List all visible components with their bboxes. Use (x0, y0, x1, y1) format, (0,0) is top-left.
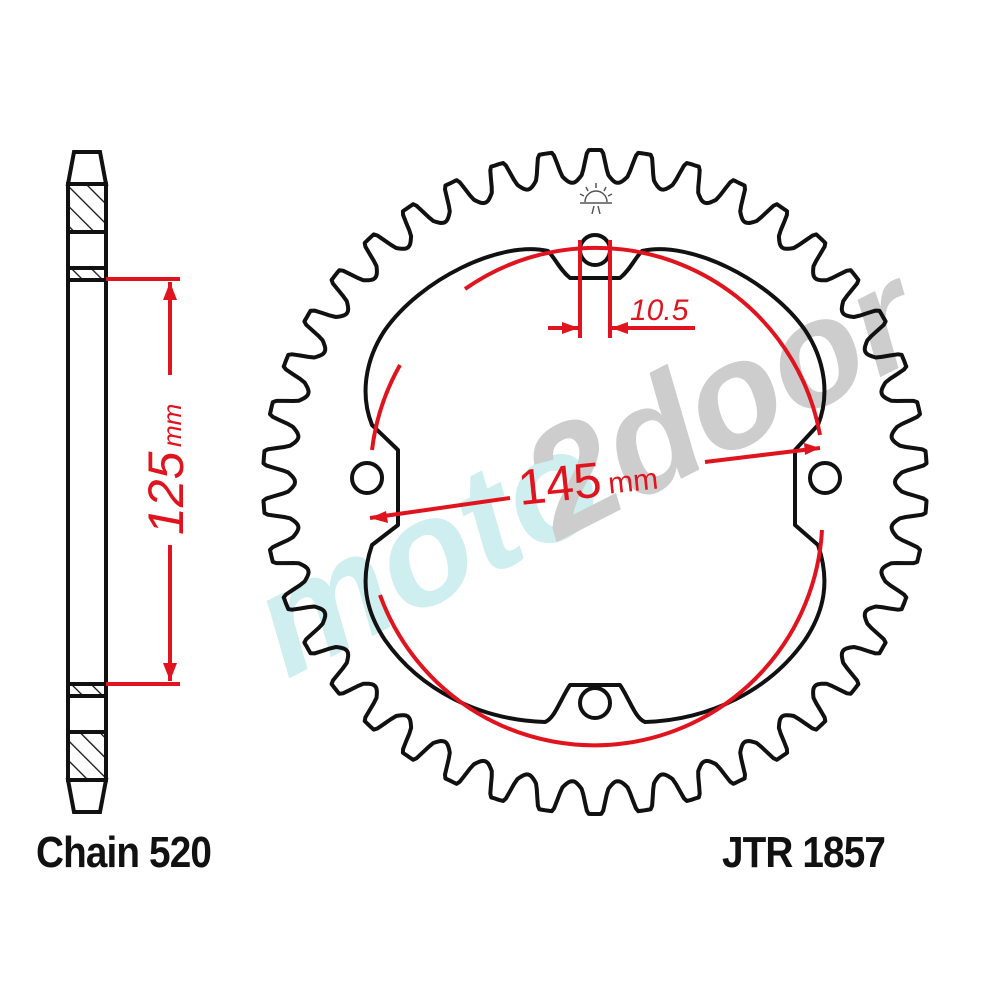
sprocket-inner-cutout (363, 247, 827, 724)
pcd-circle (370, 245, 824, 748)
watermark-2door: 2door (494, 227, 951, 571)
bolt-hole-bottom (578, 686, 612, 720)
svg-text:mm: mm (157, 404, 187, 447)
chain-size-label: Chain 520 (36, 828, 212, 877)
part-number-label: JTR 1857 (722, 828, 886, 877)
inner-diameter-label: 125 mm (138, 404, 194, 535)
svg-text:mm: mm (607, 463, 660, 501)
svg-text:145: 145 (515, 452, 604, 516)
inner-diameter-dimension (106, 277, 180, 686)
pcd-label: 145 mm (515, 452, 660, 516)
sprocket-teeth-outline (261, 148, 929, 816)
bolt-hole-dimension (548, 240, 695, 338)
svg-text:125: 125 (138, 451, 194, 535)
sun-logo-icon (579, 183, 613, 215)
bolt-hole-left (350, 461, 384, 495)
bolt-hole-label: 10.5 (630, 294, 689, 327)
bolt-hole-right (808, 461, 842, 495)
sprocket-side-profile (65, 150, 109, 814)
pcd-dimension (369, 443, 821, 523)
